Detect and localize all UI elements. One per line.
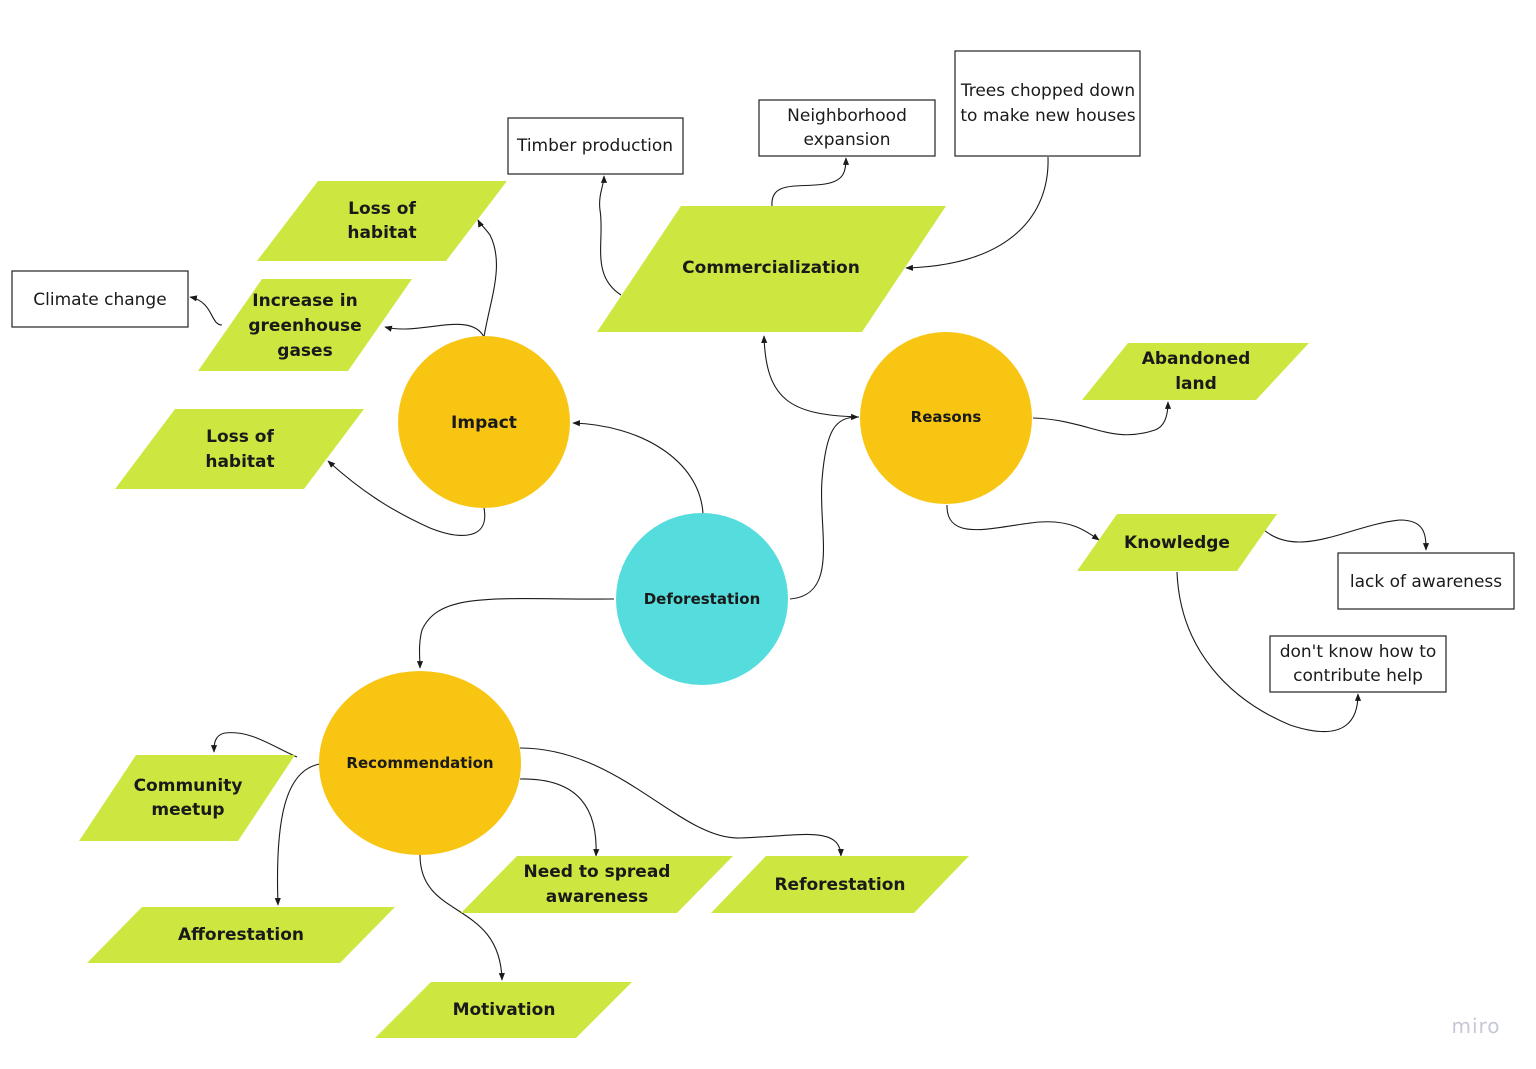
node-greenhouse-line1: Increase in (252, 291, 357, 311)
connector-knowledge-lack (1263, 519, 1430, 551)
connector-commercialization-neighborhood (771, 157, 850, 207)
connector-reasons-knowledge (946, 504, 1100, 541)
node-commercialization[interactable]: Commercialization (597, 206, 946, 332)
node-need-to-spread-awareness[interactable]: Need to spread awareness (461, 856, 733, 913)
box-dont-know-how[interactable]: don't know how to contribute help (1269, 635, 1447, 693)
box-climate-change-label: Climate change (33, 290, 166, 310)
connector-impact-habitat-top (477, 219, 497, 338)
box-neighborhood-expansion-rect (758, 99, 936, 157)
node-loss-of-habitat-bottom-shape (115, 409, 364, 489)
box-dont-know-line2: contribute help (1293, 666, 1423, 686)
node-greenhouse-gases[interactable]: Increase in greenhouse gases (198, 279, 412, 371)
node-community-meetup-shape (79, 755, 295, 841)
node-commercialization-label: Commercialization (682, 258, 860, 278)
node-reforestation[interactable]: Reforestation (711, 856, 969, 913)
connector-knowledge-dontknow (1176, 571, 1362, 732)
connector-trees-commercialization (905, 156, 1049, 271)
connector-deforestation-recommendation (416, 598, 615, 669)
connector-reasons-commercialization (761, 335, 860, 418)
hub-impact[interactable]: Impact (398, 336, 570, 508)
connector-commercialization-timber (599, 175, 622, 296)
connector-recommendation-afforestation (274, 763, 321, 906)
hub-reasons[interactable]: Reasons (860, 332, 1032, 504)
hub-recommendation-circle (319, 671, 521, 855)
node-afforestation[interactable]: Afforestation (87, 907, 395, 963)
box-trees-chopped-rect (954, 50, 1141, 157)
node-reforestation-label: Reforestation (774, 875, 905, 895)
connector-impact-greenhouse (384, 323, 485, 338)
node-loss-of-habitat-bottom-line1: Loss of (206, 427, 274, 447)
hub-reasons-circle (860, 332, 1032, 504)
node-knowledge-shape (1077, 514, 1277, 571)
node-reforestation-shape (711, 856, 969, 913)
node-afforestation-label: Afforestation (178, 925, 304, 945)
node-loss-of-habitat-bottom-line2: habitat (205, 452, 274, 472)
node-commercialization-shape (597, 206, 946, 332)
box-neighborhood-expansion[interactable]: Neighborhood expansion (758, 99, 936, 157)
connector-recommendation-reforestation (519, 747, 844, 857)
box-lack-of-awareness[interactable]: lack of awareness (1337, 552, 1515, 610)
node-motivation-shape (375, 982, 632, 1038)
box-trees-chopped-line1: Trees chopped down (960, 81, 1135, 101)
node-loss-of-habitat-top-shape (257, 181, 507, 261)
node-greenhouse-line2: greenhouse (248, 316, 361, 336)
node-spread-awareness-line1: Need to spread (524, 862, 671, 882)
box-trees-chopped-line2: to make new houses (960, 106, 1135, 126)
node-community-meetup[interactable]: Community meetup (79, 755, 295, 841)
node-loss-of-habitat-top-line2: habitat (347, 223, 416, 243)
hub-impact-label: Impact (451, 413, 517, 433)
node-spread-awareness-shape (461, 856, 733, 913)
connector-reasons-abandoned (1032, 401, 1172, 436)
hub-recommendation-label: Recommendation (346, 754, 493, 772)
node-loss-of-habitat-top[interactable]: Loss of habitat (257, 181, 507, 261)
center-circle (616, 513, 788, 685)
node-abandoned-land-line1: Abandoned (1142, 349, 1251, 369)
connector-recommendation-meetup (210, 732, 298, 758)
node-knowledge[interactable]: Knowledge (1077, 514, 1277, 571)
box-dont-know-rect (1269, 635, 1447, 693)
hub-impact-circle (398, 336, 570, 508)
box-lack-of-awareness-rect (1337, 552, 1515, 610)
box-lack-of-awareness-label: lack of awareness (1350, 572, 1502, 592)
node-greenhouse-gases-shape (198, 279, 412, 371)
connector-recommendation-motivation (419, 854, 505, 981)
box-timber-production[interactable]: Timber production (507, 117, 684, 175)
center-node-deforestation[interactable]: Deforestation (616, 513, 788, 685)
node-loss-of-habitat-bottom[interactable]: Loss of habitat (115, 409, 364, 489)
node-abandoned-land-line2: land (1175, 374, 1217, 394)
box-neighborhood-line2: expansion (804, 130, 891, 150)
box-climate-change-rect (11, 270, 189, 328)
box-timber-production-rect (507, 117, 684, 175)
center-label: Deforestation (644, 590, 761, 608)
hub-reasons-label: Reasons (911, 408, 982, 426)
hub-recommendation[interactable]: Recommendation (319, 671, 521, 855)
node-community-meetup-line1: Community (134, 776, 243, 796)
node-afforestation-shape (87, 907, 395, 963)
node-greenhouse-line3: gases (277, 341, 332, 361)
box-neighborhood-line1: Neighborhood (787, 106, 907, 126)
connector-deforestation-impact (572, 420, 704, 515)
connector-deforestation-reasons (789, 413, 859, 600)
connector-impact-habitat-bottom (327, 460, 486, 536)
node-motivation-label: Motivation (453, 1000, 556, 1020)
box-timber-production-label: Timber production (516, 136, 673, 156)
node-knowledge-label: Knowledge (1124, 533, 1230, 553)
miro-watermark: miro (1451, 1014, 1500, 1038)
box-trees-chopped[interactable]: Trees chopped down to make new houses (954, 50, 1141, 157)
node-motivation[interactable]: Motivation (375, 982, 632, 1038)
node-spread-awareness-line2: awareness (546, 887, 648, 907)
connector-recommendation-spread (519, 778, 600, 857)
connectors (189, 156, 1430, 981)
node-abandoned-land-shape (1082, 343, 1309, 400)
box-climate-change[interactable]: Climate change (11, 270, 189, 328)
node-abandoned-land[interactable]: Abandoned land (1082, 343, 1309, 400)
connector-greenhouse-climate (189, 295, 223, 326)
node-loss-of-habitat-top-line1: Loss of (348, 199, 416, 219)
node-community-meetup-line2: meetup (151, 800, 224, 820)
box-dont-know-line1: don't know how to (1280, 642, 1437, 662)
